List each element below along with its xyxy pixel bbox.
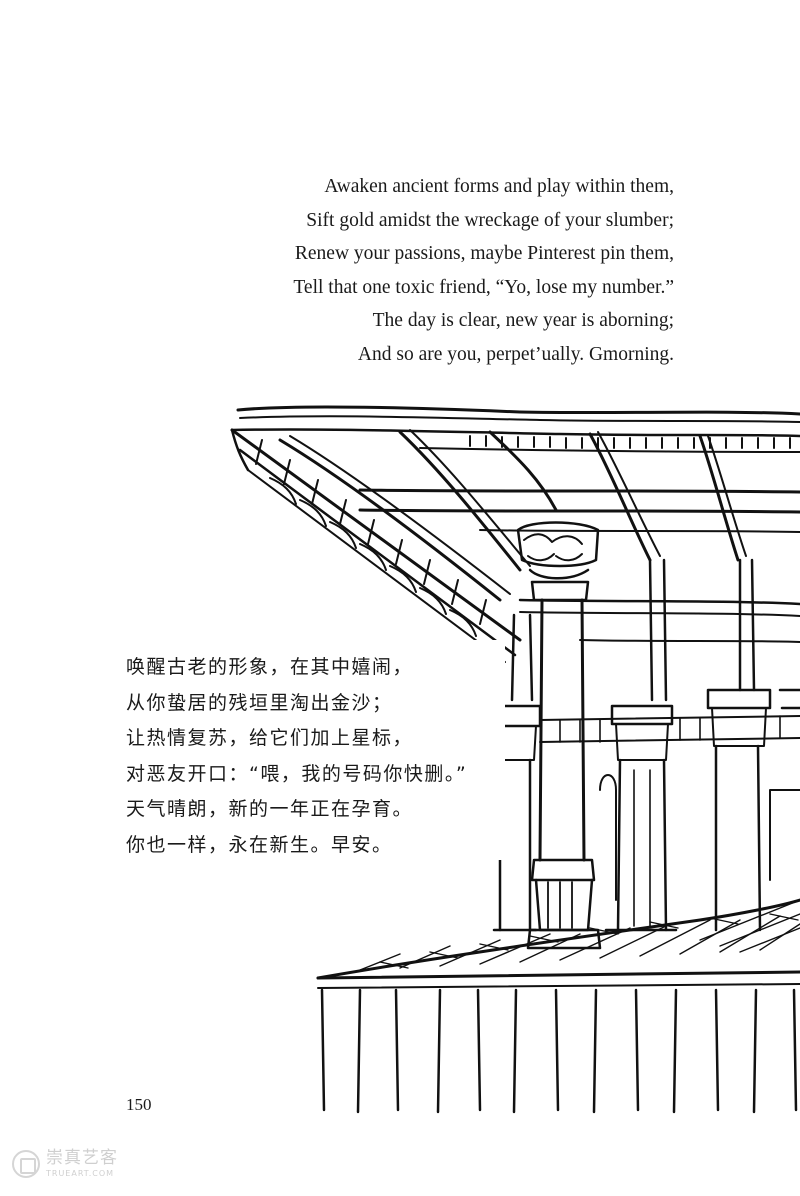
chinese-poem-line: 从你蛰居的残垣里淘出金沙； bbox=[126, 691, 393, 714]
chinese-text-backdrop bbox=[110, 640, 505, 860]
page-number: 150 bbox=[126, 1095, 152, 1114]
english-poem-line: Tell that one toxic friend, “Yo, lose my… bbox=[293, 276, 674, 298]
english-poem-line: Awaken ancient forms and play within the… bbox=[324, 176, 674, 197]
english-poem-line: The day is clear, new year is aborning; bbox=[372, 310, 674, 332]
chinese-poem-line: 你也一样，永在新生。早安。 bbox=[126, 833, 393, 856]
trueart-logo-icon bbox=[12, 1150, 40, 1178]
chinese-poem-line: 对恶友开口：“喂，我的号码你快删。” bbox=[126, 762, 468, 785]
watermark-text: 崇真艺客 TRUEART.COM bbox=[46, 1150, 118, 1178]
english-poem-line: Renew your passions, maybe Pinterest pin… bbox=[294, 243, 674, 265]
watermark-english: TRUEART.COM bbox=[46, 1169, 115, 1178]
watermark: 崇真艺客 TRUEART.COM bbox=[12, 1150, 118, 1178]
english-poem-line: And so are you, perpet’ually. Gmorning. bbox=[357, 343, 674, 365]
chinese-poem-line: 天气晴朗，新的一年正在孕育。 bbox=[126, 798, 414, 820]
chinese-poem: 唤醒古老的形象，在其中嬉闹， 从你蛰居的残垣里淘出金沙； 让热情复苏，给它们加上… bbox=[126, 650, 467, 863]
chinese-poem-line: 让热情复苏，给它们加上星标， bbox=[126, 727, 414, 749]
chinese-poem-line: 唤醒古老的形象，在其中嬉闹， bbox=[126, 656, 414, 678]
english-poem: Awaken ancient forms and play within the… bbox=[293, 170, 674, 372]
english-poem-line: Sift gold amidst the wreckage of your sl… bbox=[306, 209, 674, 231]
watermark-chinese: 崇真艺客 bbox=[46, 1148, 118, 1168]
